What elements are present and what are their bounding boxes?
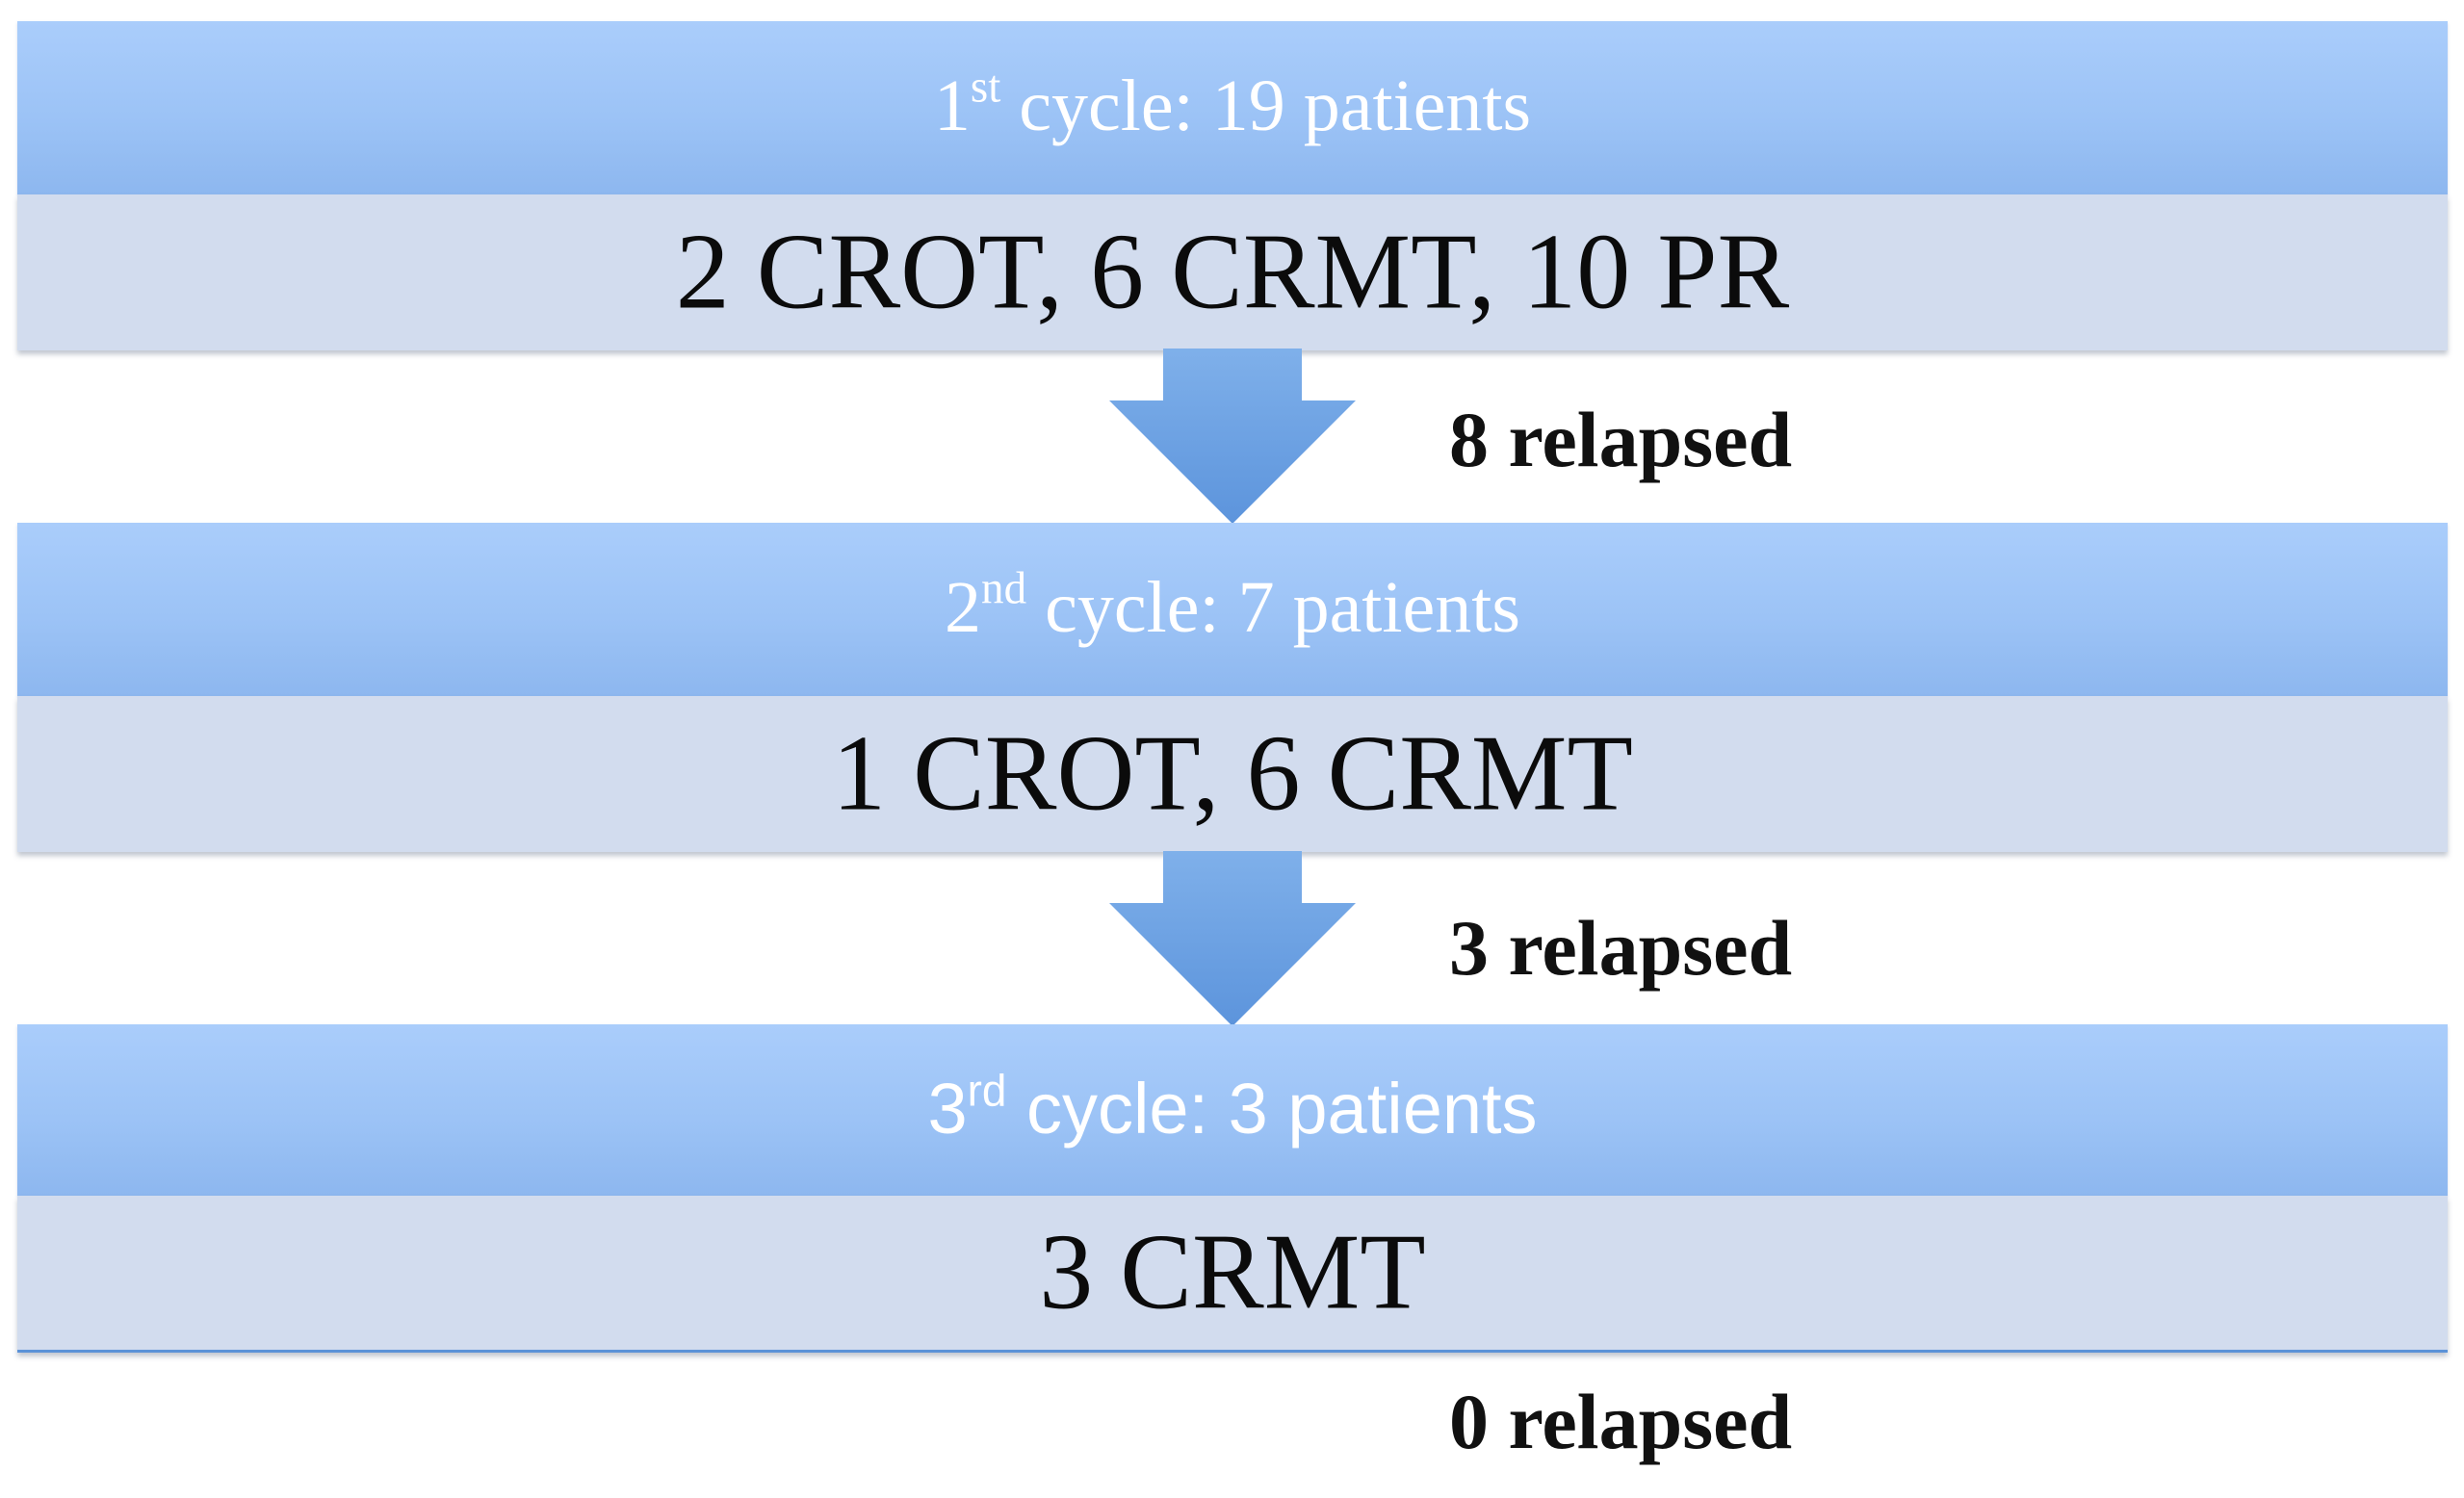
cycle-2-header-text: cycle: 7 patients	[1026, 566, 1520, 648]
cycle-1-header: 1st cycle: 19 patients	[17, 21, 2448, 194]
cycle-2-relapsed: 3 relapsed	[1449, 904, 1793, 992]
cycle-1-ordinal-suffix: st	[970, 62, 1001, 113]
cycle-3-detail-box: 3 CRMT	[17, 1196, 2448, 1353]
cycle-1-relapsed: 8 relapsed	[1449, 396, 1793, 483]
cycle-2-ordinal-suffix: nd	[981, 563, 1027, 614]
cycle-2-detail-box: 1 CROT, 6 CRMT	[17, 696, 2448, 852]
cycle-3-detail: 3 CRMT	[1039, 1212, 1426, 1332]
down-arrow-icon	[1109, 349, 1356, 524]
cycle-3-ordinal-suffix: rd	[967, 1065, 1007, 1116]
down-arrow-icon	[1109, 851, 1356, 1026]
cycle-3-header: 3rd cycle: 3 patients	[17, 1024, 2448, 1196]
cycle-3-header-text: cycle: 3 patients	[1006, 1068, 1538, 1149]
cycle-1-number: 1	[933, 65, 971, 146]
cycle-2-detail: 1 CROT, 6 CRMT	[832, 713, 1633, 834]
cycle-2-header: 2nd cycle: 7 patients	[17, 523, 2448, 696]
cycle-1-header-label: 1st cycle: 19 patients	[17, 65, 2448, 148]
cycle-1-detail-box: 2 CROT, 6 CRMT, 10 PR	[17, 194, 2448, 350]
cycle-2-header-label: 2nd cycle: 7 patients	[17, 566, 2448, 650]
cycle-3-relapsed: 0 relapsed	[1449, 1378, 1793, 1465]
cycle-3-header-label: 3rd cycle: 3 patients	[17, 1068, 2448, 1149]
cycle-2-number: 2	[945, 566, 982, 648]
cycle-1-header-text: cycle: 19 patients	[1000, 65, 1532, 146]
cycle-3-number: 3	[927, 1068, 968, 1149]
cycle-1-detail: 2 CROT, 6 CRMT, 10 PR	[675, 212, 1790, 332]
